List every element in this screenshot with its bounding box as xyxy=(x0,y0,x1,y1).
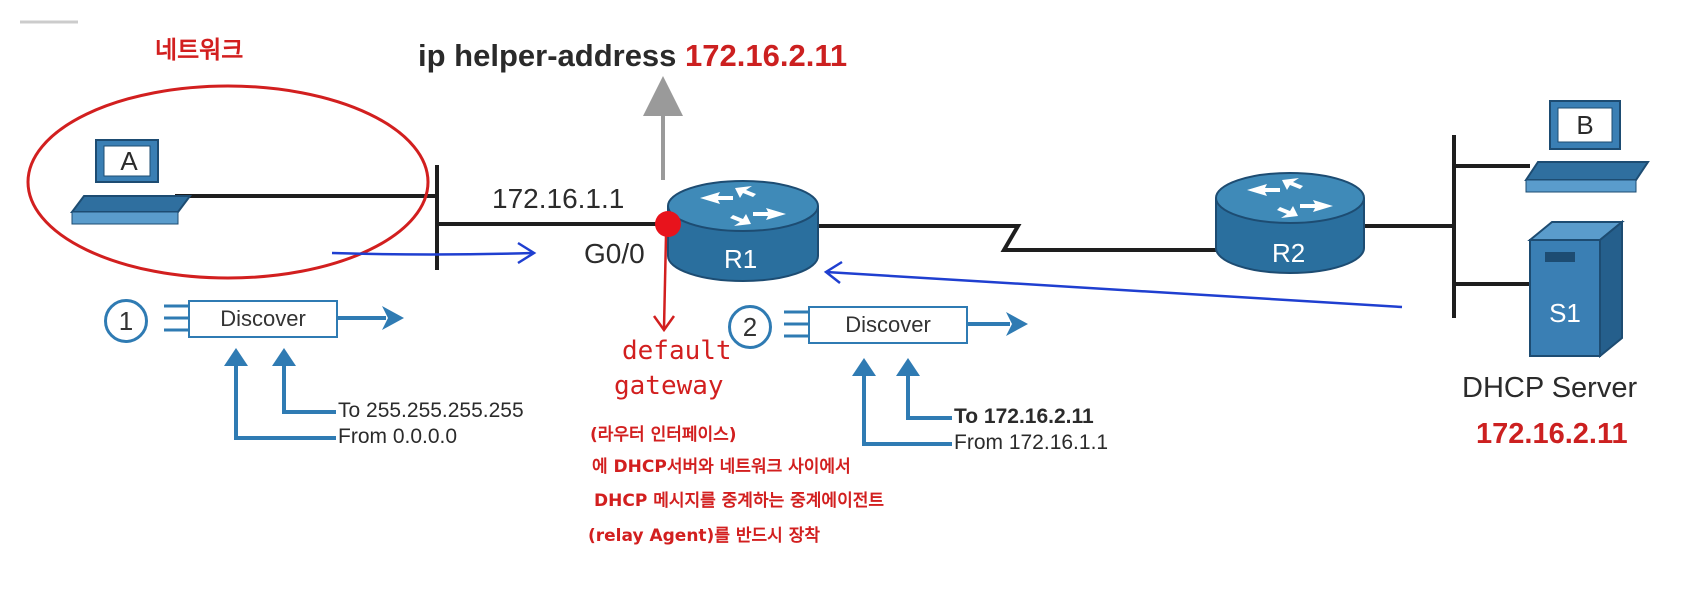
step2-discover-arrow xyxy=(784,310,1028,338)
router-r1-icon xyxy=(667,180,819,282)
router-r2-icon xyxy=(1215,172,1365,274)
host-b-label: B xyxy=(1576,110,1594,140)
helper-command-ip: 172.16.2.11 xyxy=(685,38,848,73)
r1-ip-label: 172.16.1.1 xyxy=(492,183,625,214)
step1-source-dest-arrows xyxy=(224,348,336,440)
computer-b-icon xyxy=(1524,100,1650,193)
r2-name-label: R2 xyxy=(1272,238,1306,268)
step2-source-dest-arrows xyxy=(852,358,952,446)
dhcp-server-title: DHCP Server xyxy=(1462,372,1638,404)
relay-note-line3: DHCP 메시지를 중계하는 중계에이전트 xyxy=(594,491,884,511)
helper-address-command: ip helper-address 172.16.2.11 xyxy=(418,38,847,74)
red-pointer-arrow xyxy=(652,235,676,333)
helper-command-text: ip helper-address xyxy=(418,38,677,73)
host-a-label: A xyxy=(120,146,138,176)
dhcp-server-ip: 172.16.2.11 xyxy=(1476,418,1628,450)
r1-name-label: R1 xyxy=(724,244,758,274)
server-s1-icon xyxy=(1527,219,1625,359)
network-circle-annotation xyxy=(26,84,430,280)
computer-a-icon xyxy=(70,139,192,225)
relay-note-line4: (relay Agent)를 반드시 장착 xyxy=(588,526,820,546)
step1-destination: To 255.255.255.255 xyxy=(338,399,524,422)
serial-link-r1-r2 xyxy=(818,224,1216,252)
step1-discover-box: Discover xyxy=(188,300,338,338)
step2-number-badge: 2 xyxy=(728,305,772,349)
step2-source: From 172.16.1.1 xyxy=(954,431,1109,454)
relay-note-line1: (라우터 인터페이스) xyxy=(590,425,737,445)
step2-discover-box: Discover xyxy=(808,306,968,344)
step1-number-badge: 1 xyxy=(104,299,148,343)
gateway-red-dot xyxy=(655,211,681,237)
server-s1-label: S1 xyxy=(1549,298,1581,328)
step1-discover-arrow xyxy=(164,304,404,332)
blue-flow-arrow-left xyxy=(331,241,537,265)
relay-note-line2: 에 DHCP서버와 네트워크 사이에서 xyxy=(592,457,851,477)
step2-destination: To 172.16.2.11 xyxy=(954,405,1094,428)
network-annotation-label: 네트워크 xyxy=(155,36,244,64)
step1-source: From 0.0.0.0 xyxy=(338,425,458,448)
r1-interface-label: G0/0 xyxy=(584,238,645,269)
blue-flow-arrow-right xyxy=(823,260,1403,309)
default-gateway-note-line1: default xyxy=(622,336,732,366)
default-gateway-note-line2: gateway xyxy=(614,371,724,401)
